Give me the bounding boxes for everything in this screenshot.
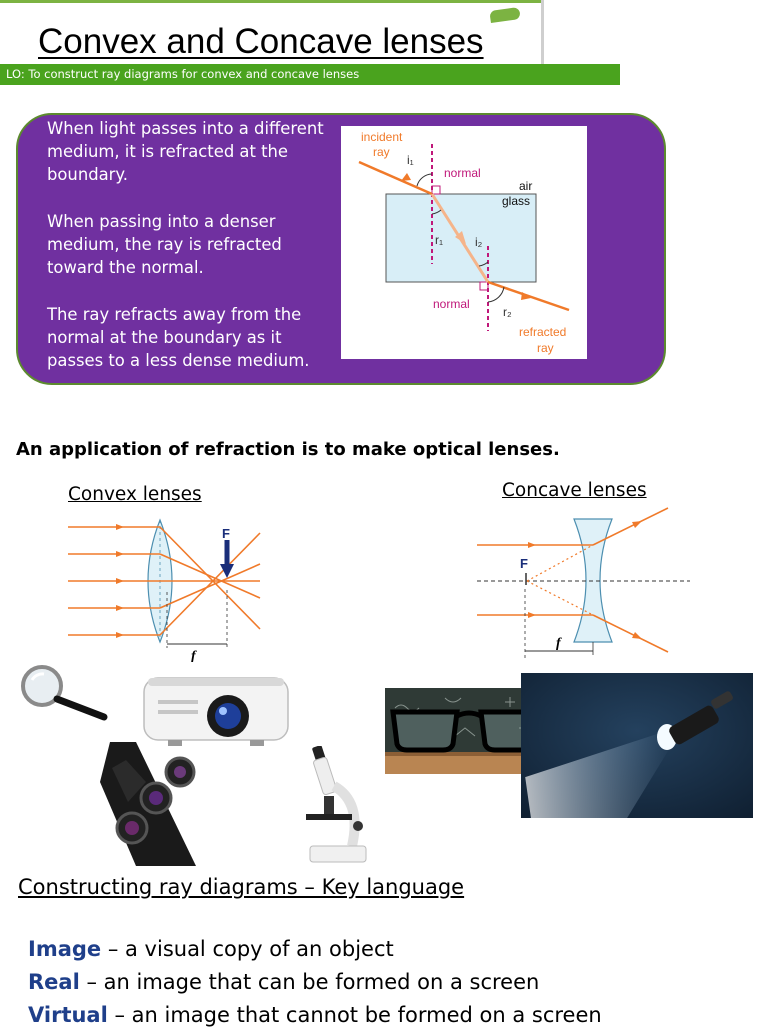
term-virtual: Virtual (28, 1003, 108, 1027)
refraction-diagram: incident ray i₁ normal air glass r₁ i₂ n… (341, 126, 587, 359)
projector-icon (143, 677, 289, 746)
incident-arrowhead (401, 173, 411, 181)
label-ray: ray (373, 145, 390, 159)
concave-arrowheads (528, 521, 642, 639)
microscope-icon (306, 746, 367, 863)
focus-arrow-icon (220, 564, 234, 578)
label-r1: r₁ (435, 233, 443, 247)
refraction-paragraph-1: When light passes into a different mediu… (47, 119, 324, 184)
learning-objective-bar: LO: To construct ray diagrams for convex… (0, 64, 620, 85)
term-image: Image (28, 937, 102, 961)
angle-r2-arc (487, 286, 505, 303)
glass-arrowhead (455, 231, 466, 244)
angle-i2-arc (478, 261, 489, 267)
convex-rays (68, 526, 261, 636)
title-top-rule (0, 0, 544, 3)
right-angle-marker-top (431, 185, 441, 195)
definition-text: – a visual copy of an object (101, 937, 394, 961)
label-i1: i₁ (407, 153, 414, 167)
key-language-heading: Constructing ray diagrams – Key language (18, 875, 465, 899)
title-side-rule (541, 0, 544, 64)
definition-text: – an image that can be formed on a scree… (79, 970, 540, 994)
concave-focal-label: f (556, 636, 562, 651)
label-glass: glass (502, 194, 530, 208)
right-angle-marker-bottom (479, 281, 489, 291)
definition-text: – an image that cannot be formed on a sc… (107, 1003, 602, 1027)
label-r2: r₂ (503, 305, 512, 319)
leaf-icon (489, 6, 521, 24)
concave-heading: Concave lenses (502, 480, 647, 501)
convex-arrowheads (116, 524, 124, 638)
concave-lens-diagram: F f (477, 507, 690, 660)
convex-focal-label: f (191, 649, 197, 662)
angle-r1-arc (431, 209, 442, 215)
convex-heading: Convex lenses (68, 484, 202, 505)
refracted-ray (487, 280, 570, 312)
label-air: air (519, 179, 532, 193)
label-incident: incident (361, 130, 403, 144)
angle-i1-arc (416, 173, 433, 187)
refraction-paragraph-2: When passing into a denser medium, the r… (47, 212, 282, 277)
label-normal-bottom: normal (433, 297, 470, 311)
label-ray-2: ray (537, 341, 554, 355)
page-title: Convex and Concave lenses (38, 22, 484, 61)
term-real: Real (28, 970, 80, 994)
label-refracted: refracted (519, 325, 566, 339)
torch-photo (521, 673, 753, 818)
definition-image: Image – a visual copy of an object (28, 937, 394, 961)
incident-ray (358, 160, 433, 196)
convex-focus-label: F (222, 526, 230, 541)
refraction-paragraph-3: The ray refracts away from the normal at… (47, 305, 310, 370)
magnifying-glass-icon (21, 665, 108, 721)
concave-virtual-rays (526, 544, 594, 616)
convex-lens-diagram: F f (68, 518, 261, 662)
concave-focus-label: F (520, 556, 528, 571)
refraction-diagram-svg: incident ray i₁ normal air glass r₁ i₂ n… (358, 130, 570, 355)
refracted-arrowhead (521, 292, 531, 300)
definition-real: Real – an image that can be formed on a … (28, 970, 539, 994)
definition-virtual: Virtual – an image that cannot be formed… (28, 1003, 602, 1027)
phone-camera-lens-icon (100, 742, 196, 866)
label-normal-top: normal (444, 166, 481, 180)
lenses-intro: An application of refraction is to make … (16, 439, 560, 460)
label-i2: i₂ (475, 235, 483, 249)
concave-rays (477, 507, 669, 653)
